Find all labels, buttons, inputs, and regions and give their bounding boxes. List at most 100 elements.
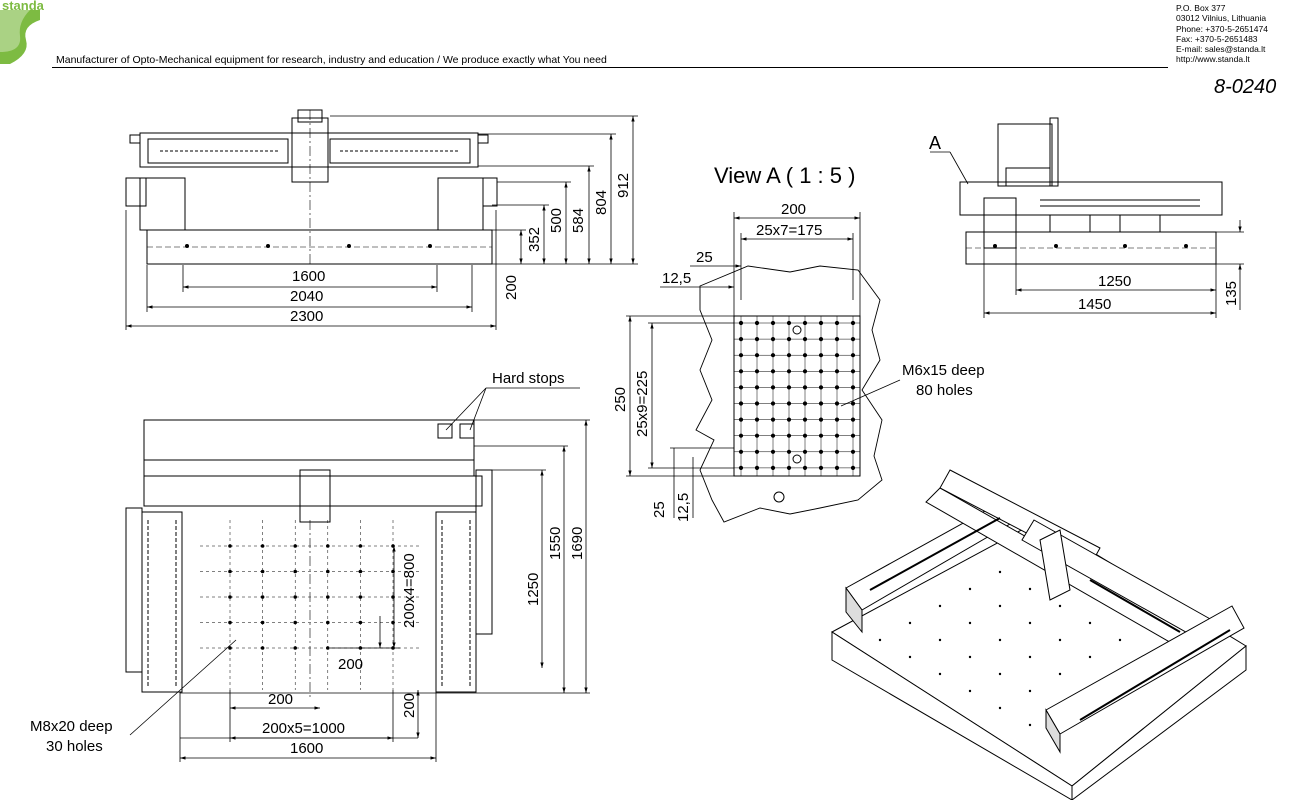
- view-a-labels: View A ( 1 : 5 ) 200 25x7=175 25 12,5 25…: [612, 163, 985, 522]
- top-holes-thread: M8x20 deep: [30, 718, 113, 735]
- hole: [1088, 621, 1092, 625]
- view-a-holes-thread: M6x15 deep: [902, 362, 985, 379]
- view-a-title: View A ( 1 : 5 ): [714, 163, 855, 188]
- dim-top-1600: 1600: [290, 740, 323, 757]
- hole: [968, 655, 972, 659]
- contact-block: P.O. Box 377 03012 Vilnius, Lithuania Ph…: [1176, 3, 1268, 65]
- contact-email[interactable]: E-mail: sales@standa.lt: [1176, 44, 1266, 55]
- hole: [998, 672, 1002, 676]
- side-detail-a-plate: [983, 197, 1017, 249]
- front-dimensions: [125, 115, 638, 330]
- hole: [1028, 621, 1032, 625]
- company-tagline: Manufacturer of Opto-Mechanical equipmen…: [56, 54, 607, 66]
- dim-a-175: 25x7=175: [756, 222, 822, 239]
- hole: [1028, 689, 1032, 693]
- top-left-rail: [141, 511, 183, 693]
- hole: [938, 672, 942, 676]
- top-right-motor-box: [475, 469, 493, 635]
- standa-logo: standa: [0, 0, 44, 66]
- hole: [1028, 587, 1032, 591]
- hole: [938, 604, 942, 608]
- dim-top-200: 200: [268, 691, 293, 708]
- hole: [1058, 672, 1062, 676]
- dim-top-1550: 1550: [547, 527, 564, 560]
- top-labels: Hard stops 1250 1550 1690 200x4=800 200 …: [30, 370, 586, 757]
- hole: [1058, 638, 1062, 642]
- view-a-plate: [733, 315, 861, 477]
- top-holes-count: 30 holes: [46, 738, 103, 755]
- side-dimensions: [930, 151, 1244, 318]
- hole: [878, 638, 882, 642]
- callout-a: A: [929, 133, 941, 153]
- hole: [1028, 655, 1032, 659]
- dim-top-1250: 1250: [525, 573, 542, 606]
- hard-stops-label: Hard stops: [492, 370, 565, 387]
- front-left-motor: [125, 177, 147, 207]
- top-rear-beam: [143, 419, 475, 461]
- iso-z-carriage: [1039, 529, 1071, 601]
- hard-stop-left: [437, 423, 453, 439]
- contact-line: Fax: +370-5-2651483: [1176, 33, 1258, 44]
- hole: [1028, 723, 1032, 727]
- dim-a-250: 250: [612, 387, 629, 412]
- front-view: [125, 109, 498, 265]
- hole: [1118, 638, 1122, 642]
- hole: [968, 587, 972, 591]
- hole: [908, 655, 912, 659]
- contact-line: P.O. Box 377: [1176, 3, 1226, 13]
- front-right-motor: [482, 177, 498, 207]
- hole: [358, 569, 363, 574]
- hole: [1058, 604, 1062, 608]
- dim-1450: 1450: [1078, 296, 1111, 313]
- dim-2300: 2300: [290, 308, 323, 325]
- hole: [998, 604, 1002, 608]
- side-gantry-beam: [959, 181, 1223, 216]
- front-gantry-beam: [139, 132, 479, 168]
- front-right-carriage: [437, 177, 484, 231]
- top-view: [125, 419, 493, 700]
- dim-352: 352: [526, 227, 543, 252]
- hole: [968, 689, 972, 693]
- dim-804: 804: [593, 190, 610, 215]
- view-a-hole-grid: [734, 316, 860, 476]
- side-labels: A 1250 1450 135: [929, 133, 1240, 313]
- dim-1600: 1600: [292, 268, 325, 285]
- hole: [938, 638, 942, 642]
- logo-text: standa: [2, 0, 44, 13]
- dim-2040: 2040: [290, 288, 323, 305]
- contact-website[interactable]: http://www.standa.lt: [1176, 54, 1250, 65]
- hole: [998, 706, 1002, 710]
- header-divider: [52, 67, 1168, 68]
- dim-a-12-5: 12,5: [662, 270, 691, 287]
- front-dimension-labels: 1600 2040 2300 200 352 500 584 804 912: [290, 173, 632, 325]
- dim-200x5: 200x5=1000: [262, 720, 345, 737]
- hole: [998, 638, 1002, 642]
- dim-500: 500: [548, 208, 565, 233]
- dim-200: 200: [503, 275, 520, 300]
- dim-1250: 1250: [1098, 273, 1131, 290]
- side-view: [959, 117, 1223, 265]
- view-a-holes-count: 80 holes: [916, 382, 973, 399]
- hole: [908, 621, 912, 625]
- dim-200x4: 200x4=800: [401, 553, 418, 628]
- dim-a-bottom-12-5: 12,5: [675, 493, 692, 522]
- hard-stop-right: [459, 423, 475, 439]
- top-gantry-beam: [143, 475, 483, 507]
- dim-a-25: 25: [696, 249, 713, 266]
- dim-135: 135: [1223, 281, 1240, 306]
- dim-a-200: 200: [781, 201, 806, 218]
- dim-top-v200: 200: [401, 693, 418, 718]
- hole: [1088, 655, 1092, 659]
- dim-top-200-inner: 200: [338, 656, 363, 673]
- isometric-view: [831, 469, 1247, 800]
- hole: [358, 595, 363, 599]
- view-a-detail: [695, 265, 883, 523]
- contact-line: Phone: +370-5-2651474: [1176, 23, 1268, 34]
- front-left-carriage: [139, 177, 186, 231]
- dim-a-bottom-25: 25: [651, 501, 668, 518]
- top-dimensions: [129, 387, 590, 762]
- top-left-motor-box: [125, 507, 143, 673]
- hole: [358, 544, 363, 548]
- hole: [358, 620, 363, 625]
